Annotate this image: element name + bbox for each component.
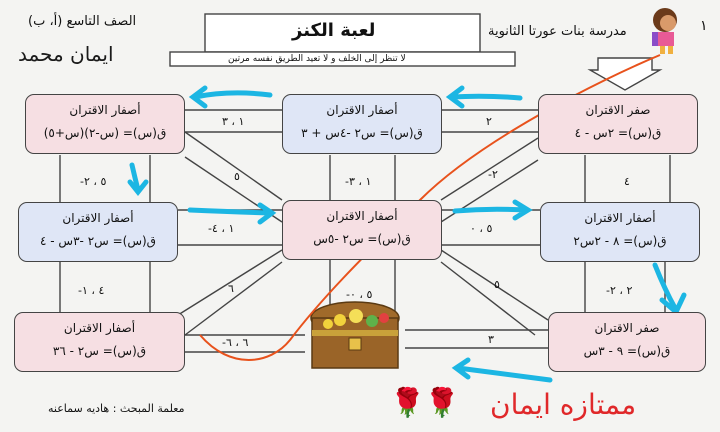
box-title: أصفار الاقتران <box>69 103 141 117</box>
box-top-left: أصفار الاقتران ق(س)= (س-٢)(س+٥) <box>25 94 185 154</box>
box-formula: ق(س)= س٢ -٣س - ٤ <box>40 234 156 248</box>
box-title: أصفار الاقتران <box>584 211 656 225</box>
school-name: مدرسة بنات عورتا الثانوية <box>488 24 627 39</box>
path-label: ١ ، ٣ <box>222 115 245 128</box>
box-title: صفر الاقتران <box>585 103 651 117</box>
praise-handwritten: ممتازه ايمان <box>490 388 637 421</box>
path-label: -٢ ، ٢ <box>606 284 633 297</box>
path-label: ٤ <box>624 175 630 188</box>
box-title: أصفار الاقتران <box>62 211 134 225</box>
path-label: -٤ ، ١ <box>78 284 105 297</box>
teacher-name: معلمة المبحث : هاديه سماعنه <box>48 402 185 415</box>
path-label: -٢ <box>488 168 498 181</box>
path-label: -٥ ، ٠ <box>346 288 373 301</box>
box-top-mid: أصفار الاقتران ق(س)= س٢ -٤س + ٣ <box>282 94 442 154</box>
box-formula: ق(س)= س٢ -٥س <box>313 232 411 246</box>
path-label: -٥ ، ٢ <box>80 175 107 188</box>
box-title: صفر الاقتران <box>594 321 660 335</box>
student-name-handwritten: ايمان محمد <box>18 42 114 66</box>
box-formula: ق(س)= ٨ - ٢س٢ <box>573 234 667 248</box>
box-title: أصفار الاقتران <box>63 321 136 335</box>
box-formula: ق(س)= س٢ - ٣٦ <box>52 344 147 358</box>
path-label: ٢ <box>486 115 492 128</box>
box-formula: ق(س)= ٢س - ٤ <box>574 126 662 140</box>
box-mid-right: أصفار الاقتران ق(س)= ٨ - ٢س٢ <box>540 202 700 262</box>
path-label: -١ ، ٤ <box>208 222 235 235</box>
box-center: أصفار الاقتران ق(س)= س٢ -٥س <box>282 200 442 260</box>
path-label: ٥ <box>494 278 500 291</box>
box-title: أصفار الاقتران <box>326 209 398 223</box>
box-title: أصفار الاقتران <box>326 103 398 117</box>
box-formula: ق(س)= ٩ - ٣س <box>583 344 671 358</box>
girl-character-icon <box>652 8 677 54</box>
box-formula: ق(س)= س٢ -٤س + ٣ <box>301 126 423 140</box>
path-label: ٦ <box>228 282 234 295</box>
path-label: -١ ، ٣ <box>345 175 372 188</box>
box-mid-left: أصفار الاقتران ق(س)= س٢ -٣س - ٤ <box>18 202 178 262</box>
page-title: لعبة الكنز <box>292 20 376 41</box>
path-label: ٥ ، ٠ <box>470 222 493 235</box>
path-label: ٣ <box>488 333 494 346</box>
box-bot-left: أصفار الاقتران ق(س)= س٢ - ٣٦ <box>14 312 185 372</box>
class-label: الصف التاسع (أ، ب) <box>28 14 137 29</box>
box-bot-right: صفر الاقتران ق(س)= ٩ - ٣س <box>548 312 706 372</box>
path-label: -٦ ، ٦ <box>222 336 249 349</box>
treasure-chest-icon <box>310 301 400 369</box>
game-rule: لا تنظر إلى الخلف و لا تعيد الطريق نفسه … <box>228 54 406 64</box>
page-mark: ١ <box>700 18 708 34</box>
rose-icon: 🌹🌹 <box>390 386 460 419</box>
box-formula: ق(س)= (س-٢)(س+٥) <box>43 126 167 140</box>
path-label: ٥ <box>234 170 240 183</box>
box-top-right: صفر الاقتران ق(س)= ٢س - ٤ <box>538 94 698 154</box>
